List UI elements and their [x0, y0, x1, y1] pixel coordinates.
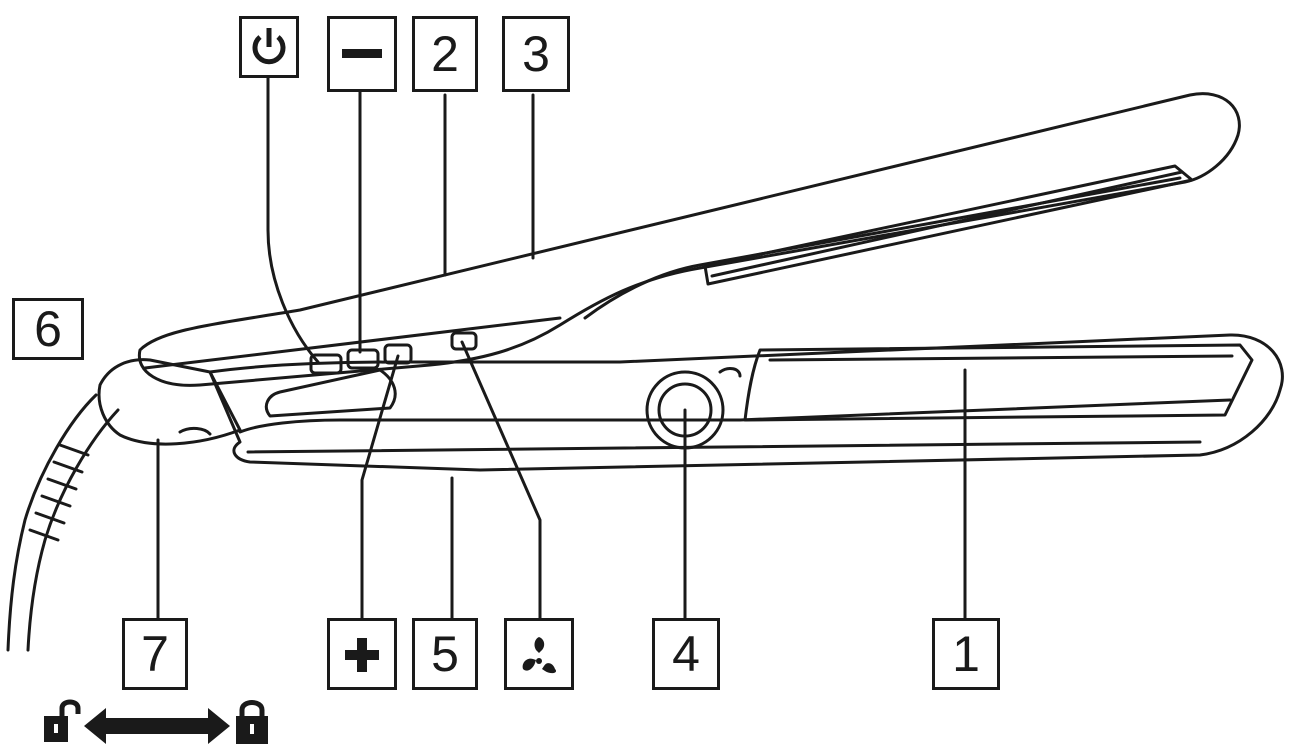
callout-1: 1	[932, 618, 1000, 690]
callout-7: 7	[122, 618, 188, 690]
callout-plus	[327, 618, 397, 690]
callout-label-5: 5	[431, 626, 459, 682]
callout-6: 6	[12, 298, 84, 360]
unlocked-padlock-icon	[44, 699, 81, 742]
double-arrow-icon	[84, 708, 230, 744]
callout-2: 2	[412, 16, 478, 92]
power-icon	[252, 28, 286, 65]
callout-label-4: 4	[672, 626, 700, 682]
plus-icon	[345, 638, 379, 672]
cord-swivel	[97, 358, 242, 446]
callout-label-2: 2	[431, 26, 459, 82]
callout-3: 3	[502, 16, 570, 92]
leader-lines	[156, 76, 967, 620]
callout-label-1: 1	[952, 626, 980, 682]
lower-arm	[178, 333, 1284, 472]
callout-power	[239, 16, 299, 78]
callout-4: 4	[652, 618, 720, 690]
locked-padlock-icon	[236, 700, 268, 744]
ionic-icon	[522, 637, 557, 674]
callout-5: 5	[412, 618, 478, 690]
callout-label-3: 3	[522, 26, 550, 82]
callout-label-6: 6	[34, 301, 62, 357]
callout-label-7: 7	[141, 626, 169, 682]
minus-icon	[342, 49, 382, 58]
callout-ionic	[504, 618, 574, 690]
callout-minus	[327, 16, 397, 92]
power-cord	[6, 393, 120, 652]
